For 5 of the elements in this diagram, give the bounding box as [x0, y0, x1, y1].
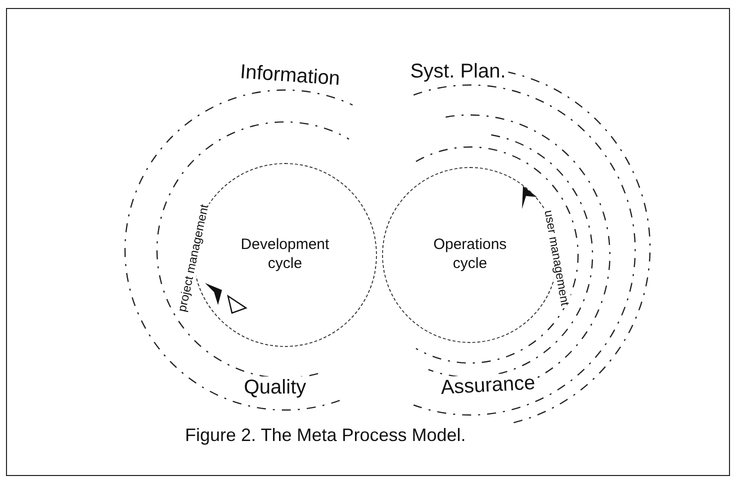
- ring-label: Quality: [242, 376, 308, 400]
- cycle-label: Operations cycle: [432, 236, 508, 274]
- cycle-label: Development cycle: [240, 236, 330, 274]
- figure-caption: Figure 2. The Meta Process Model.: [185, 425, 466, 446]
- ring-label: Syst. Plan.: [408, 60, 508, 84]
